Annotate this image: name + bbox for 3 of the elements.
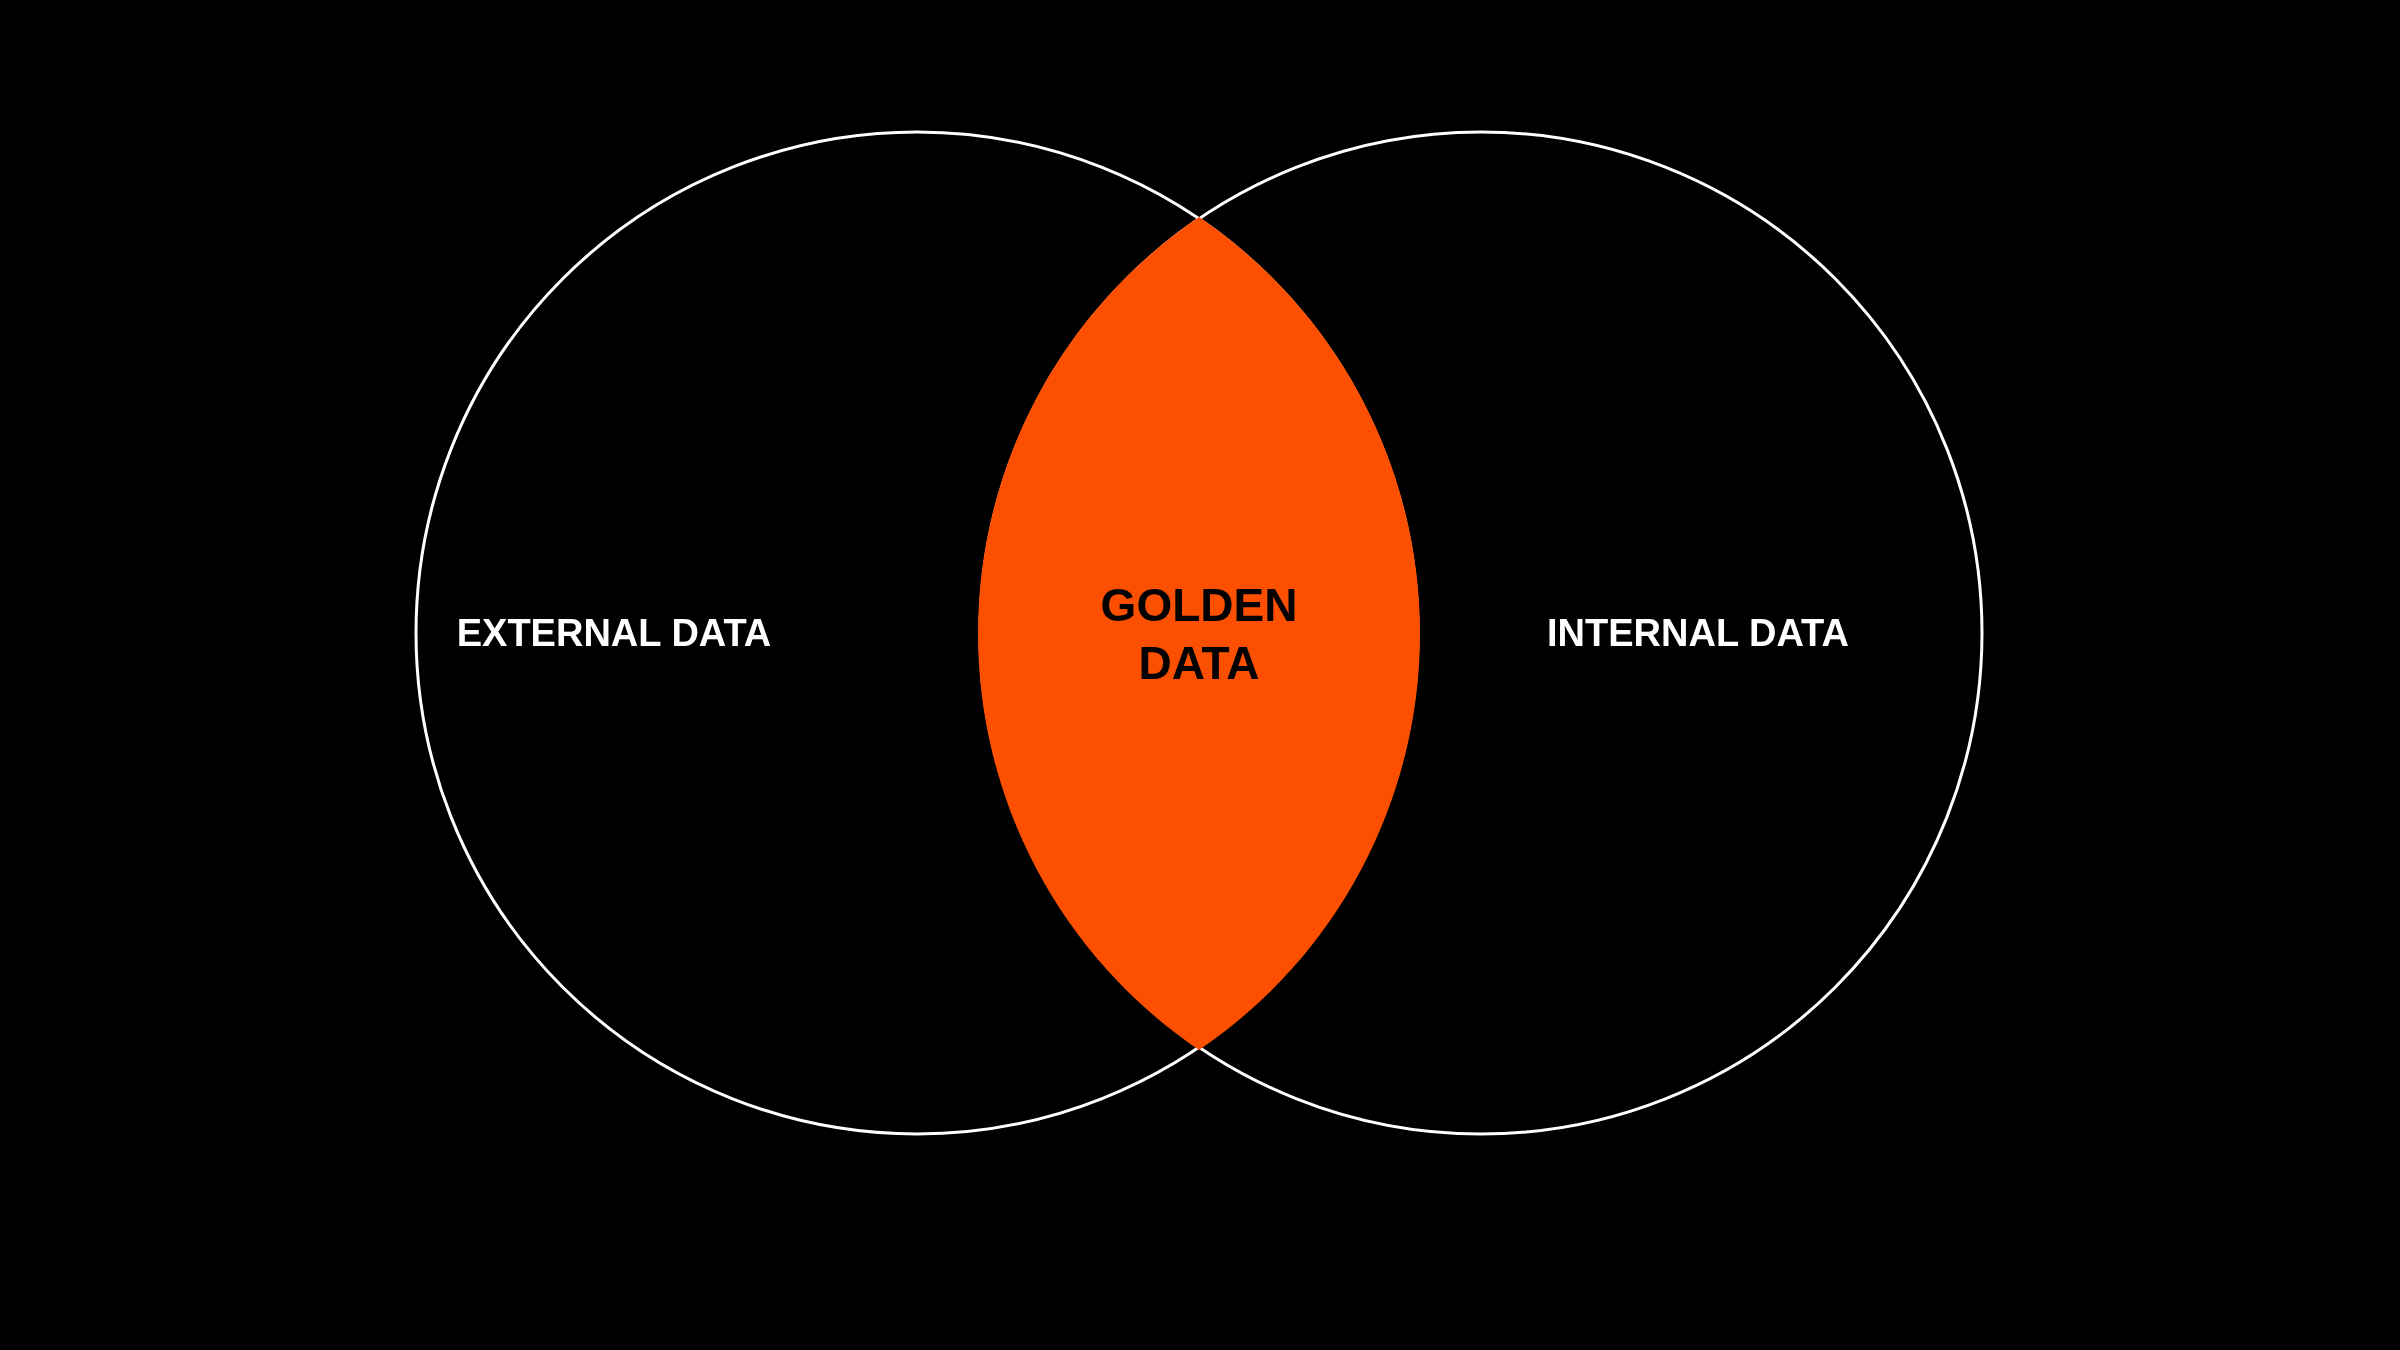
overlap-label: GOLDEN DATA xyxy=(1099,577,1299,691)
circle-label: INTERNAL DATA xyxy=(1547,611,1849,655)
circle-label: EXTERNAL DATA xyxy=(456,611,772,655)
